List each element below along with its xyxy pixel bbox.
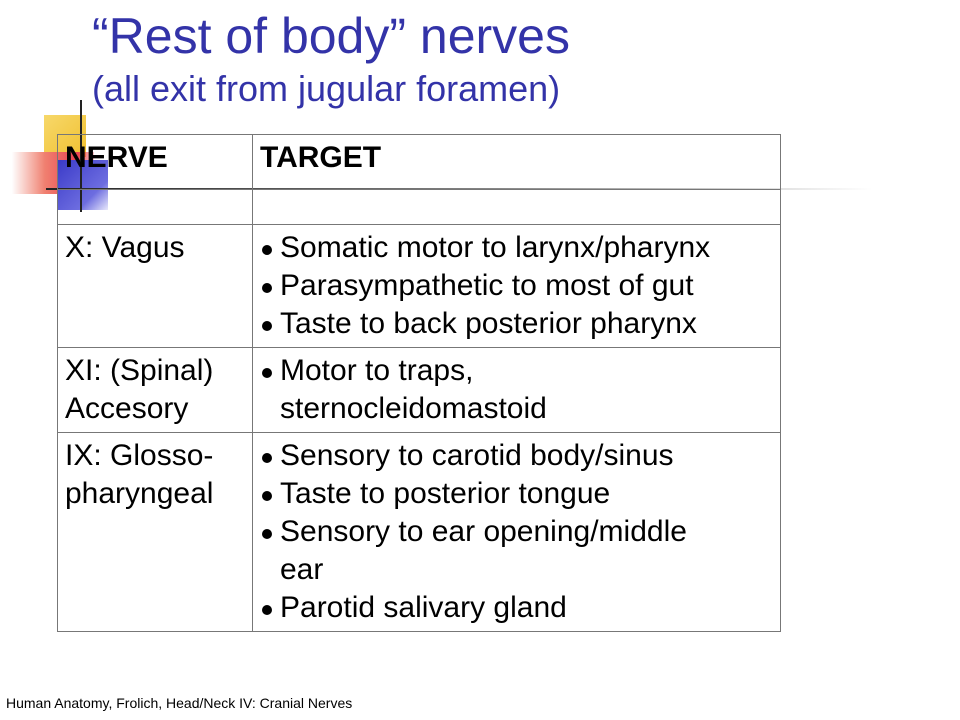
table-spacer-row [57,189,781,225]
table-header-row: NERVE TARGET [57,134,781,190]
table-row-vagus: X: Vagus Somatic motor to larynx/pharynx… [57,224,781,348]
slide-title-main: “Rest of body” nerves [92,8,570,64]
spacer-cell [252,189,781,225]
target-item: Sensory to ear opening/middle ear [260,513,776,589]
header-nerve: NERVE [57,134,253,190]
target-cell: Sensory to carotid body/sinus Taste to p… [252,432,781,632]
target-item: Parotid salivary gland [260,589,776,627]
nerve-name: IX: Glosso- pharyngeal [57,432,253,632]
target-item: Parasympathetic to most of gut [260,267,776,305]
target-item: Taste to posterior tongue [260,475,776,513]
nerve-name: X: Vagus [57,224,253,348]
nerve-table: NERVE TARGET X: Vagus Somatic motor to l… [57,134,781,632]
target-list: Somatic motor to larynx/pharynx Parasymp… [260,229,776,343]
header-target: TARGET [252,134,781,190]
table-row-accessory: XI: (Spinal) Accesory Motor to traps, st… [57,347,781,433]
target-item: Somatic motor to larynx/pharynx [260,229,776,267]
table-row-glossopharyngeal: IX: Glosso- pharyngeal Sensory to caroti… [57,432,781,632]
target-list: Sensory to carotid body/sinus Taste to p… [260,437,776,627]
target-item: Sensory to carotid body/sinus [260,437,776,475]
target-list: Motor to traps, sternocleidomastoid [260,352,776,428]
target-cell: Somatic motor to larynx/pharynx Parasymp… [252,224,781,348]
spacer-cell [57,189,253,225]
slide-footer: Human Anatomy, Frolich, Head/Neck IV: Cr… [6,695,353,711]
slide-title: “Rest of body” nerves (all exit from jug… [92,6,952,112]
target-item: Taste to back posterior pharynx [260,305,776,343]
nerve-name: XI: (Spinal) Accesory [57,347,253,433]
slide-subtitle: (all exit from jugular foramen) [92,68,561,109]
target-cell: Motor to traps, sternocleidomastoid [252,347,781,433]
target-item: Motor to traps, sternocleidomastoid [260,352,776,428]
